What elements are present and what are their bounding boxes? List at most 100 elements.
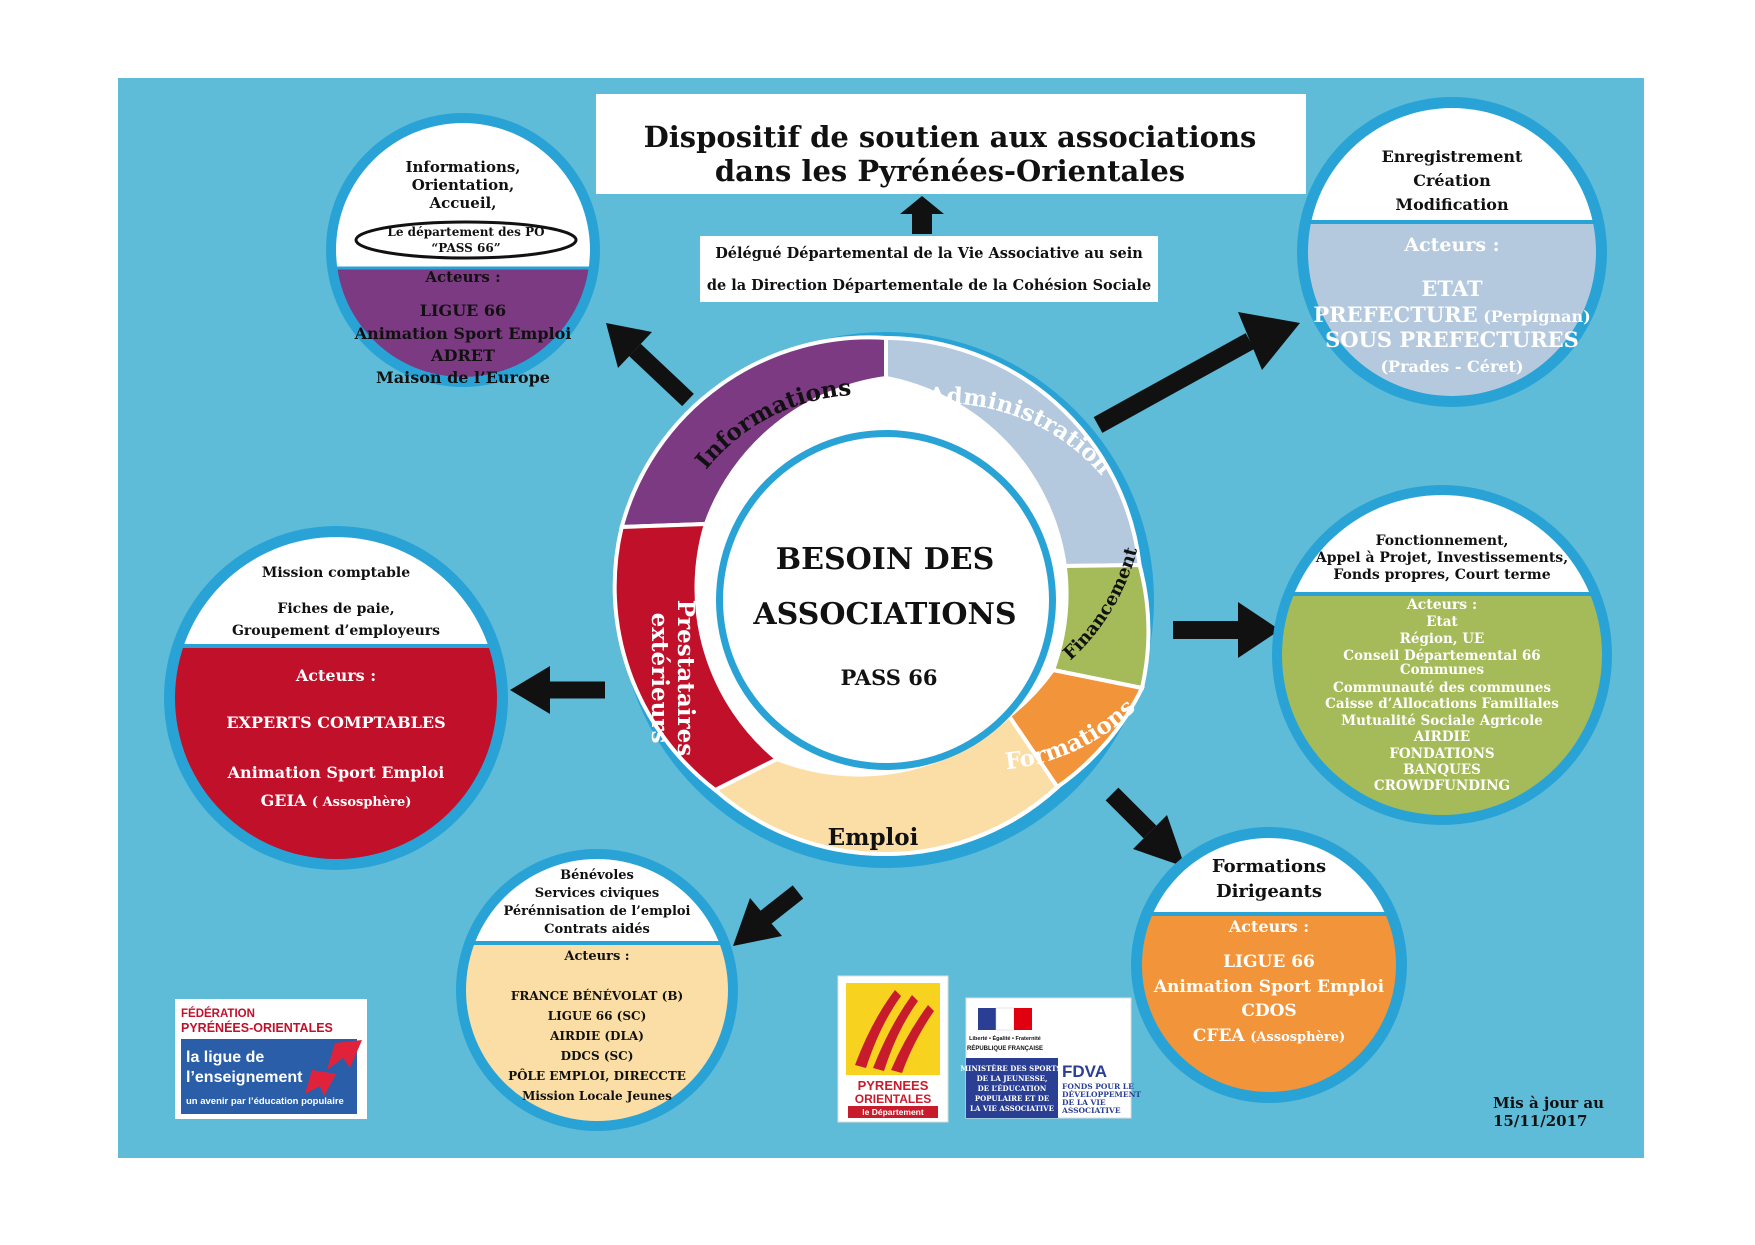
bubble-emploi — [456, 849, 738, 1131]
ligue-logo-line-4: l’enseignement — [186, 1069, 303, 1086]
informations-oval — [354, 220, 578, 260]
delegate-line-2: de la Direction Départementale de la Coh… — [707, 277, 1151, 294]
emploi-top-4: Contrats aidés — [544, 922, 650, 937]
financement-top-2: Appel à Projet, Investissements, — [1315, 550, 1568, 566]
emploi-actor-4: DDCS (SC) — [561, 1049, 634, 1063]
administration-top-3: Modification — [1395, 195, 1509, 214]
formations-actor-3: CDOS — [1241, 1001, 1296, 1021]
emploi-actor-1: FRANCE BÉNÉVOLAT (B) — [511, 988, 683, 1003]
ligue-arrow-icon-2 — [305, 1070, 336, 1096]
segment-prestataires[interactable] — [612, 521, 781, 793]
fdva-name: FDVA — [1062, 1062, 1107, 1081]
fdva-logo: Liberté • Égalité • Fraternité RÉPUBLIQU… — [960, 997, 1141, 1119]
fdva-ministry-2: DE LA JEUNESSE, — [977, 1074, 1048, 1083]
segment-label-prestataires-1: Prestataires — [672, 600, 699, 757]
administration-actor-3: SOUS PREFECTURES — [1325, 327, 1579, 352]
formations-actor-2: Animation Sport Emploi — [1153, 977, 1385, 997]
delegate-box — [700, 236, 1158, 302]
financement-actor-1: Etat — [1426, 614, 1458, 630]
wheel — [612, 332, 1154, 868]
informations-top-1: Informations, — [405, 158, 520, 176]
wheel-center — [723, 437, 1049, 763]
financement-actor-5: Communauté des communes — [1333, 680, 1551, 696]
title-line-1: Dispositif de soutien aux associations — [644, 120, 1257, 154]
prestataires-top-2: Fiches de paie, — [277, 601, 394, 617]
arrow-prestataires — [510, 666, 605, 714]
formations-actor-1: LIGUE 66 — [1223, 952, 1315, 972]
segment-label-prestataires-2: extérieurs — [646, 613, 673, 744]
title-line-2: dans les Pyrénées-Orientales — [715, 154, 1185, 188]
financement-actor-8: AIRDIE — [1413, 729, 1470, 745]
informations-actor-2: Animation Sport Emploi — [354, 324, 572, 343]
ligue-arrow-icon — [327, 1040, 362, 1070]
emploi-actor-2: LIGUE 66 (SC) — [548, 1009, 647, 1023]
administration-heading: Acteurs : — [1403, 234, 1499, 256]
arrow-emploi — [733, 885, 804, 946]
ligue-logo-line-5: un avenir par l’éducation populaire — [186, 1096, 344, 1107]
bubble-financement — [1272, 485, 1612, 825]
arrow-financement — [1173, 602, 1280, 658]
financement-actor-6: Caisse d’Allocations Familiales — [1325, 696, 1559, 712]
segment-label-prestataires: Prestataires extérieurs — [646, 600, 699, 757]
financement-actor-7: Mutualité Sociale Agricole — [1341, 713, 1543, 729]
emploi-actor-5: PÔLE EMPLOI, DIRECCTE — [508, 1067, 686, 1083]
center-line-3: PASS 66 — [841, 665, 938, 690]
emploi-top-3: Pérénnisation de l’emploi — [503, 904, 690, 919]
administration-actor-2: PREFECTURE (Perpignan) — [1313, 302, 1590, 327]
up-arrow — [900, 196, 944, 234]
emploi-top-2: Services civiques — [535, 886, 660, 901]
financement-top-3: Fonds propres, Court terme — [1333, 567, 1550, 583]
segment-informations[interactable] — [619, 335, 888, 530]
bubble-informations — [326, 113, 600, 387]
administration-actor-4: (Prades - Céret) — [1380, 357, 1523, 376]
update-line-2: 15/11/2017 — [1493, 1112, 1587, 1130]
prestataires-actor-2: Animation Sport Emploi — [227, 763, 445, 782]
delegate-line-1: Délégué Départemental de la Vie Associat… — [715, 245, 1143, 262]
ligue-logo-line-3: la ligue de — [186, 1049, 264, 1066]
fdva-motto: Liberté • Égalité • Fraternité — [969, 1034, 1041, 1042]
emploi-actor-6: Mission Locale Jeunes — [522, 1089, 672, 1103]
segment-administration[interactable] — [884, 335, 1142, 569]
financement-actor-2: Région, UE — [1400, 631, 1485, 647]
arrow-formations — [1105, 787, 1185, 867]
fdva-desc-3: DE LA VIE — [1062, 1098, 1106, 1107]
fdva-ministry: MINISTÈRE DES SPORTS, DE LA JEUNESSE, DE… — [960, 1064, 1063, 1113]
fdva-ministry-3: DE L’ÉDUCATION — [978, 1084, 1047, 1093]
fdva-ministry-5: LA VIE ASSOCIATIVE — [970, 1104, 1054, 1113]
bubble-administration — [1297, 97, 1607, 407]
informations-oval-1: Le département des PO — [387, 225, 544, 239]
administration-top-2: Création — [1413, 171, 1491, 190]
informations-actor-1: LIGUE 66 — [420, 301, 506, 320]
po-logo: PYRENEES ORIENTALES le Département — [837, 975, 949, 1123]
informations-top-3: Accueil, — [429, 194, 497, 212]
prestataires-top-1: Mission comptable — [262, 565, 410, 581]
ligue-logo-line-2: PYRÉNÉES-ORIENTALES — [181, 1020, 333, 1035]
informations-top-2: Orientation, — [412, 176, 515, 194]
emploi-actors: FRANCE BÉNÉVOLAT (B) LIGUE 66 (SC) AIRDI… — [508, 988, 686, 1103]
po-logo-line-1: PYRENEES — [858, 1078, 929, 1093]
title-box — [596, 94, 1306, 194]
formations-top-2: Dirigeants — [1216, 881, 1322, 902]
fdva-ministry-1: MINISTÈRE DES SPORTS, — [960, 1064, 1063, 1073]
financement-actor-9: FONDATIONS — [1389, 746, 1494, 762]
po-logo-line-3: le Département — [862, 1107, 924, 1117]
fdva-republic: RÉPUBLIQUE FRANÇAISE — [967, 1044, 1043, 1052]
financement-top-1: Fonctionnement, — [1376, 533, 1509, 549]
emploi-top-1: Bénévoles — [560, 868, 634, 883]
informations-heading: Acteurs : — [424, 268, 500, 286]
prestataires-actor-1: EXPERTS COMPTABLES — [226, 713, 445, 732]
formations-actor-4: CFEA (Assosphère) — [1193, 1026, 1345, 1046]
center-line-1: BESOIN DES — [776, 542, 994, 577]
ligue-logo: FÉDÉRATION PYRÉNÉES-ORIENTALES la ligue … — [175, 999, 367, 1119]
informations-oval-2: “PASS 66” — [431, 241, 500, 255]
financement-actor-11: CROWDFUNDING — [1374, 778, 1510, 794]
emploi-actor-3: AIRDIE (DLA) — [549, 1029, 644, 1043]
fdva-ministry-4: POPULAIRE ET DE — [975, 1094, 1049, 1103]
administration-actor-1: ETAT — [1421, 276, 1483, 301]
financement-actors: Etat Région, UE Conseil Départemental 66… — [1325, 614, 1559, 794]
informations-actor-3: ADRET — [430, 346, 495, 365]
formations-top-1: Formations — [1212, 856, 1326, 877]
arrow-informations — [606, 323, 694, 407]
financement-actor-10: BANQUES — [1403, 762, 1481, 778]
